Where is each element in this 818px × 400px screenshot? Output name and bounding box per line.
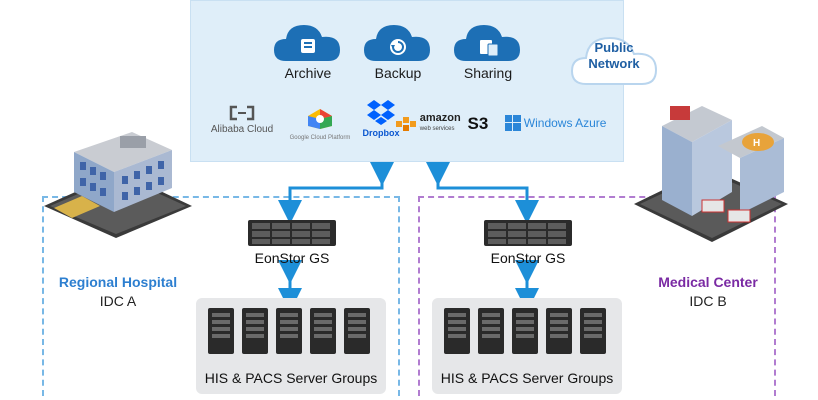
amazon-s3-logo: amazon web services S3 bbox=[395, 113, 495, 135]
server-group-a: HIS & PACS Server Groups bbox=[196, 298, 386, 394]
public-network-badge: Public Network bbox=[568, 30, 660, 88]
google-cloud-logo: Google Cloud Platform bbox=[283, 107, 357, 141]
storage-b-label: EonStor GS bbox=[490, 250, 566, 266]
sharing-label: Sharing bbox=[463, 65, 513, 81]
windows-azure-logo: Windows Azure bbox=[505, 115, 615, 131]
server-towers-b-icon bbox=[444, 308, 606, 354]
public-network-label: Public Network bbox=[588, 40, 640, 71]
server-towers-a-icon bbox=[208, 308, 370, 354]
google-cloud-icon bbox=[308, 109, 332, 129]
alibaba-cloud-icon bbox=[229, 105, 255, 121]
eonstor-a-array-icon bbox=[248, 220, 336, 246]
idc-a-label: IDC A bbox=[99, 293, 137, 309]
service-backup: Backup bbox=[353, 21, 443, 81]
alibaba-cloud-logo: Alibaba Cloud bbox=[207, 105, 277, 135]
medical-center-title: Medical Center bbox=[658, 274, 758, 290]
backup-label: Backup bbox=[374, 65, 422, 81]
amazon-cubes-icon bbox=[396, 117, 416, 131]
medical-center-building: H bbox=[634, 106, 788, 242]
cloud-sharing-icon bbox=[454, 25, 520, 61]
cloud-archive-icon bbox=[274, 25, 340, 61]
service-archive: Archive bbox=[263, 21, 353, 81]
idc-b-region bbox=[418, 196, 776, 396]
svg-text:H: H bbox=[753, 138, 760, 149]
service-sharing: Sharing bbox=[443, 21, 533, 81]
windows-icon bbox=[505, 115, 521, 131]
regional-hospital-building bbox=[44, 132, 192, 238]
server-group-a-label: HIS & PACS Server Groups bbox=[204, 370, 378, 386]
cloud-backup-icon bbox=[364, 25, 430, 61]
storage-a-label: EonStor GS bbox=[254, 250, 330, 266]
cloud-outline-icon bbox=[570, 36, 658, 85]
arrow-cloud-to-storage-b bbox=[426, 162, 539, 224]
idc-a-region bbox=[42, 196, 400, 396]
dropbox-logo: Dropbox bbox=[359, 99, 403, 138]
dropbox-icon bbox=[367, 100, 395, 125]
server-group-b-label: HIS & PACS Server Groups bbox=[440, 370, 614, 386]
regional-hospital-title: Regional Hospital bbox=[58, 274, 178, 290]
arrow-cloud-to-storage-a bbox=[278, 162, 394, 224]
public-network-panel: Archive Backup Sharing Alibaba Cloud bbox=[190, 0, 624, 162]
idc-b-label: IDC B bbox=[689, 293, 727, 309]
archive-label: Archive bbox=[284, 65, 332, 81]
server-group-b: HIS & PACS Server Groups bbox=[432, 298, 622, 394]
eonstor-b-array-icon bbox=[484, 220, 572, 246]
